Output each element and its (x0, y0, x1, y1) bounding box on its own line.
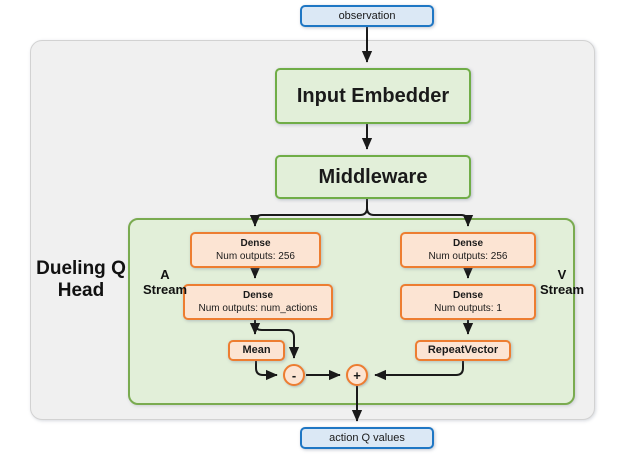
add-operator-node[interactable]: + (346, 364, 368, 386)
a-stream-dense-256-subtitle: Num outputs: 256 (216, 251, 295, 262)
v-stream-dense-1-subtitle: Num outputs: 1 (434, 303, 502, 314)
repeat-vector-node[interactable]: RepeatVector (415, 340, 511, 361)
middleware-node[interactable]: Middleware (275, 155, 471, 199)
repeat-vector-label: RepeatVector (427, 344, 499, 356)
action-q-values-label: action Q values (329, 432, 405, 444)
dueling-q-head-label: Dueling Q Head (36, 258, 126, 301)
a-stream-dense-num-actions-node[interactable]: Dense Num outputs: num_actions (183, 284, 333, 320)
v-stream-dense-256-title: Dense (452, 238, 483, 249)
observation-label: observation (338, 10, 396, 22)
v-stream-label-line1: V (557, 267, 567, 282)
v-stream-label-line2: Stream (539, 281, 585, 297)
v-stream-dense-256-node[interactable]: Dense Num outputs: 256 (400, 232, 536, 268)
observation-node[interactable]: observation (300, 5, 434, 27)
add-symbol: + (353, 367, 361, 383)
a-stream-label-line1: A (160, 267, 170, 282)
v-stream-dense-1-node[interactable]: Dense Num outputs: 1 (400, 284, 536, 320)
a-stream-dense-256-title: Dense (240, 238, 271, 249)
mean-node[interactable]: Mean (228, 340, 285, 361)
subtract-symbol: - (291, 367, 297, 383)
a-stream-label-line2: Stream (142, 281, 188, 297)
v-stream-dense-256-subtitle: Num outputs: 256 (428, 251, 508, 262)
a-stream-label: A Stream (140, 267, 190, 298)
a-stream-dense-256-node[interactable]: Dense Num outputs: 256 (190, 232, 321, 268)
a-stream-dense-num-actions-subtitle: Num outputs: num_actions (198, 303, 318, 314)
input-embedder-node[interactable]: Input Embedder (275, 68, 471, 124)
subtract-operator-node[interactable]: - (283, 364, 305, 386)
action-q-values-node[interactable]: action Q values (300, 427, 434, 449)
v-stream-dense-1-title: Dense (452, 290, 483, 301)
middleware-label: Middleware (318, 165, 428, 188)
input-embedder-label: Input Embedder (296, 84, 450, 107)
a-stream-dense-num-actions-title: Dense (242, 290, 273, 301)
mean-label: Mean (242, 344, 271, 356)
v-stream-label: V Stream (536, 267, 588, 298)
